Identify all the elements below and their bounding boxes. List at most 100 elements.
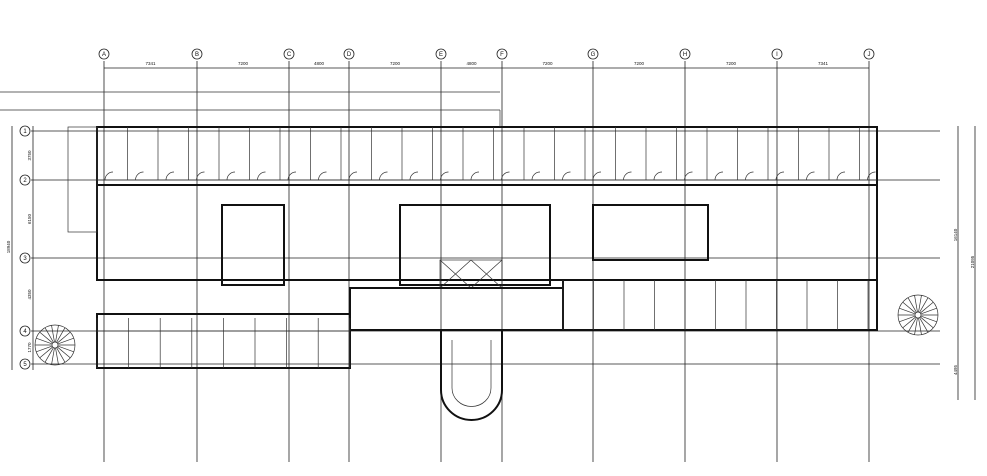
door-swing — [623, 171, 632, 181]
dimension-label: 3750 — [27, 150, 32, 161]
door-swing — [440, 171, 449, 181]
door-swing — [104, 171, 114, 181]
toilet-core — [399, 204, 551, 286]
spiral-stair-east — [897, 294, 939, 336]
room-west-block — [221, 204, 285, 286]
door-swing — [714, 171, 724, 181]
stair-tread — [918, 295, 922, 313]
stair-tread — [51, 347, 55, 365]
stair-tread — [914, 295, 918, 313]
stair-tread — [907, 297, 917, 313]
stair-tread — [920, 307, 937, 315]
stair-tread — [914, 317, 918, 335]
stair-tread — [57, 345, 74, 353]
dimension-label: 7341 — [818, 61, 829, 66]
door-swing — [470, 171, 480, 181]
grid-label: D — [347, 52, 352, 58]
dimension-label: 7200 — [390, 61, 401, 66]
stair-tread — [44, 327, 54, 343]
grid-label: J — [868, 52, 871, 58]
stair-tread — [39, 331, 53, 344]
grid-label: 4 — [23, 329, 27, 335]
dimension-total: 18940 — [6, 240, 11, 253]
grid-bubble-F — [496, 48, 508, 60]
door-swing — [867, 171, 876, 181]
grid-bubble-D — [343, 48, 355, 60]
dimension-total: 21095 — [970, 255, 975, 268]
door-swing — [775, 171, 785, 181]
door-swing — [135, 171, 144, 181]
stair-tread — [36, 337, 53, 345]
central-hall — [96, 184, 878, 281]
grid-bubble-C — [283, 48, 295, 60]
stair-tower — [440, 330, 503, 421]
dimension-label: 7200 — [542, 61, 553, 66]
dimension-label: 4800 — [466, 61, 477, 66]
grid-label: 3 — [23, 256, 27, 262]
dimension-label: 4350 — [27, 289, 32, 300]
grid-bubble-E — [435, 48, 447, 60]
dimension-label: 7341 — [145, 61, 156, 66]
stair-tread — [51, 325, 55, 343]
stair-tower-inner — [451, 340, 492, 407]
stair-tread — [918, 317, 922, 335]
door-swing — [318, 171, 327, 181]
door-swing — [409, 171, 419, 181]
grid-label: 2 — [23, 178, 27, 184]
door-swing — [501, 171, 510, 181]
grid-bubble-3 — [19, 252, 31, 264]
door-swing — [653, 171, 663, 181]
grid-bubble-B — [191, 48, 203, 60]
dimension-label: 16140 — [953, 228, 958, 241]
elevator-shafts — [439, 259, 503, 289]
grid-label: I — [776, 52, 778, 58]
grid-label: F — [500, 52, 504, 58]
stair-tread — [57, 346, 71, 359]
stair-tread — [919, 317, 929, 333]
stair-tread — [899, 307, 916, 315]
west-annex — [67, 126, 98, 233]
north-wing — [96, 126, 878, 186]
dimension-label: 6150 — [27, 213, 32, 224]
stair-tread — [920, 316, 934, 329]
door-swing — [287, 171, 297, 181]
grid-label: 1 — [23, 129, 27, 135]
grid-label: H — [683, 52, 687, 58]
stair-tread — [55, 347, 59, 365]
stair-tread — [907, 317, 917, 333]
grid-bubble-G — [587, 48, 599, 60]
door-swing — [531, 171, 541, 181]
stair-tread — [920, 315, 937, 323]
dimension-label: 7200 — [634, 61, 645, 66]
grid-label: A — [102, 52, 106, 58]
door-swing — [806, 171, 815, 181]
grid-label: 5 — [23, 362, 27, 368]
door-swing — [684, 171, 693, 181]
dimension-label: 7200 — [238, 61, 249, 66]
room-partitions — [96, 127, 877, 368]
door-swing — [745, 171, 754, 181]
grid-bubble-5 — [19, 358, 31, 370]
door-swing — [562, 171, 571, 181]
door-swing — [379, 171, 388, 181]
grid-bubble-4 — [19, 325, 31, 337]
door-swing — [836, 171, 846, 181]
stair-tread — [56, 327, 66, 343]
stair-tread — [919, 297, 929, 313]
grid-bubble-J — [863, 48, 875, 60]
stair-tread — [56, 347, 66, 363]
grid-label: B — [195, 52, 199, 58]
spiral-stair-west — [34, 324, 76, 366]
door-swing — [348, 171, 358, 181]
door-swing — [165, 171, 175, 181]
room-east-block — [592, 204, 709, 261]
grid-bubble-2 — [19, 174, 31, 186]
grid-bubble-H — [679, 48, 691, 60]
stair-tread — [36, 345, 53, 353]
stair-tread — [57, 337, 74, 345]
stair-tread — [55, 325, 59, 343]
door-swing — [257, 171, 266, 181]
south-east-wing — [562, 279, 878, 331]
building-walls — [0, 91, 878, 421]
